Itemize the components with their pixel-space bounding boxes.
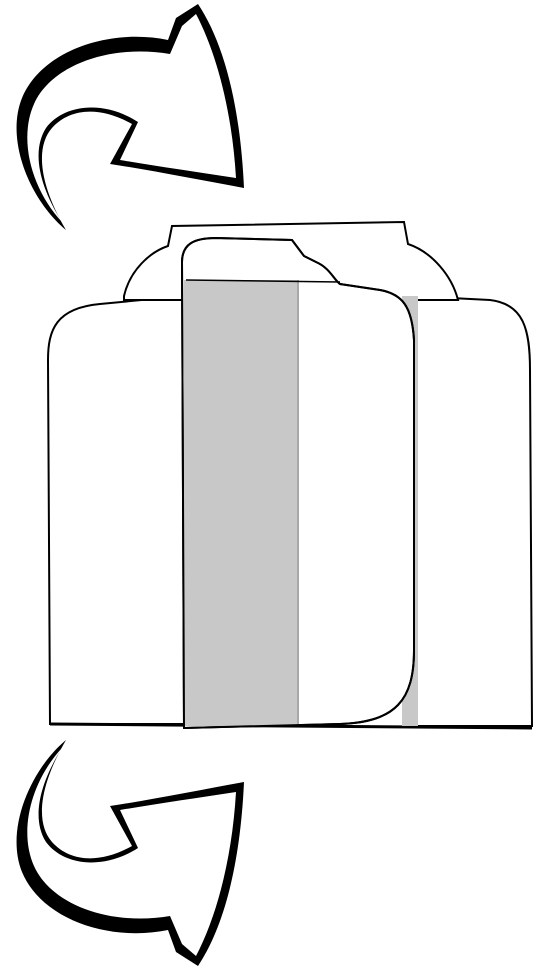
- shaded-band: [184, 280, 298, 726]
- rotate-arrow-bottom-icon: [17, 740, 244, 966]
- rotate-arrow-top-icon: [17, 4, 244, 230]
